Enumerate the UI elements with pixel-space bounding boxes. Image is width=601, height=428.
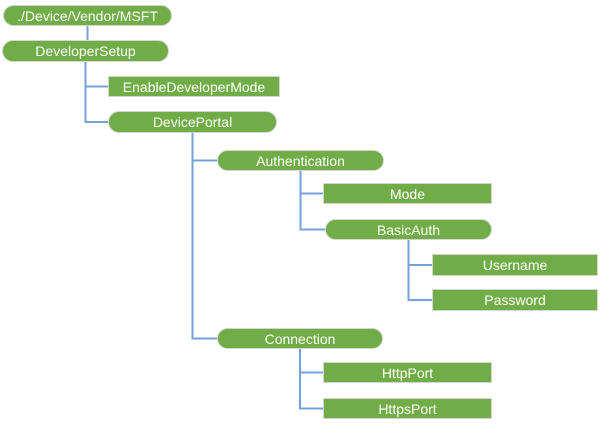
node-basic-auth: BasicAuth	[325, 219, 492, 240]
node-username: Username	[432, 254, 598, 276]
node-developer-setup: DeveloperSetup	[2, 40, 169, 62]
node-root: ./Device/Vendor/MSFT	[3, 5, 172, 26]
node-connection: Connection	[217, 328, 383, 349]
node-enable-developer-mode: EnableDeveloperMode	[108, 76, 280, 97]
node-https-port: HttpsPort	[323, 398, 492, 419]
connector-authentication-to-mode	[299, 171, 323, 195]
connector-connection-to-https-port	[299, 349, 323, 410]
connector-connection-to-http-port	[299, 349, 323, 374]
node-authentication: Authentication	[217, 150, 384, 171]
node-device-portal: DevicePortal	[108, 111, 277, 133]
connector-basic-auth-to-username	[407, 240, 432, 266]
node-mode: Mode	[323, 183, 492, 204]
node-password: Password	[432, 289, 598, 311]
connector-developer-setup-to-device-portal	[84, 62, 108, 123]
node-http-port: HttpPort	[323, 362, 492, 383]
connector-basic-auth-to-password	[407, 240, 432, 301]
connector-developer-setup-to-enable-developer-mode	[84, 62, 108, 88]
connector-authentication-to-basic-auth	[299, 171, 325, 231]
connector-device-portal-to-connection	[191, 133, 217, 340]
connector-device-portal-to-authentication	[191, 133, 217, 162]
